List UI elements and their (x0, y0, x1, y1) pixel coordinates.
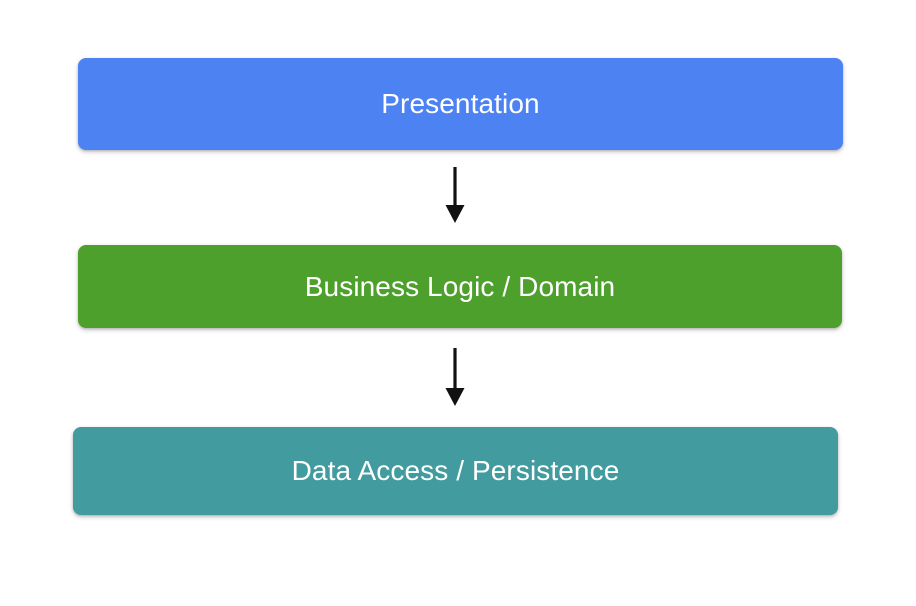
arrow-head (445, 388, 465, 406)
arrow-head (445, 205, 465, 223)
connector-business-to-data (435, 346, 475, 408)
layer-box-presentation[interactable]: Presentation (78, 58, 843, 150)
layer-label-presentation: Presentation (381, 88, 540, 119)
layer-box-data-access[interactable]: Data Access / Persistence (73, 427, 838, 515)
layer-box-business-logic[interactable]: Business Logic / Domain (78, 245, 842, 328)
down-arrow-icon (445, 348, 465, 406)
layer-label-data-access: Data Access / Persistence (291, 455, 620, 486)
layer-label-business-logic: Business Logic / Domain (304, 270, 616, 302)
down-arrow-icon (445, 167, 465, 223)
connector-presentation-to-business (435, 165, 475, 225)
